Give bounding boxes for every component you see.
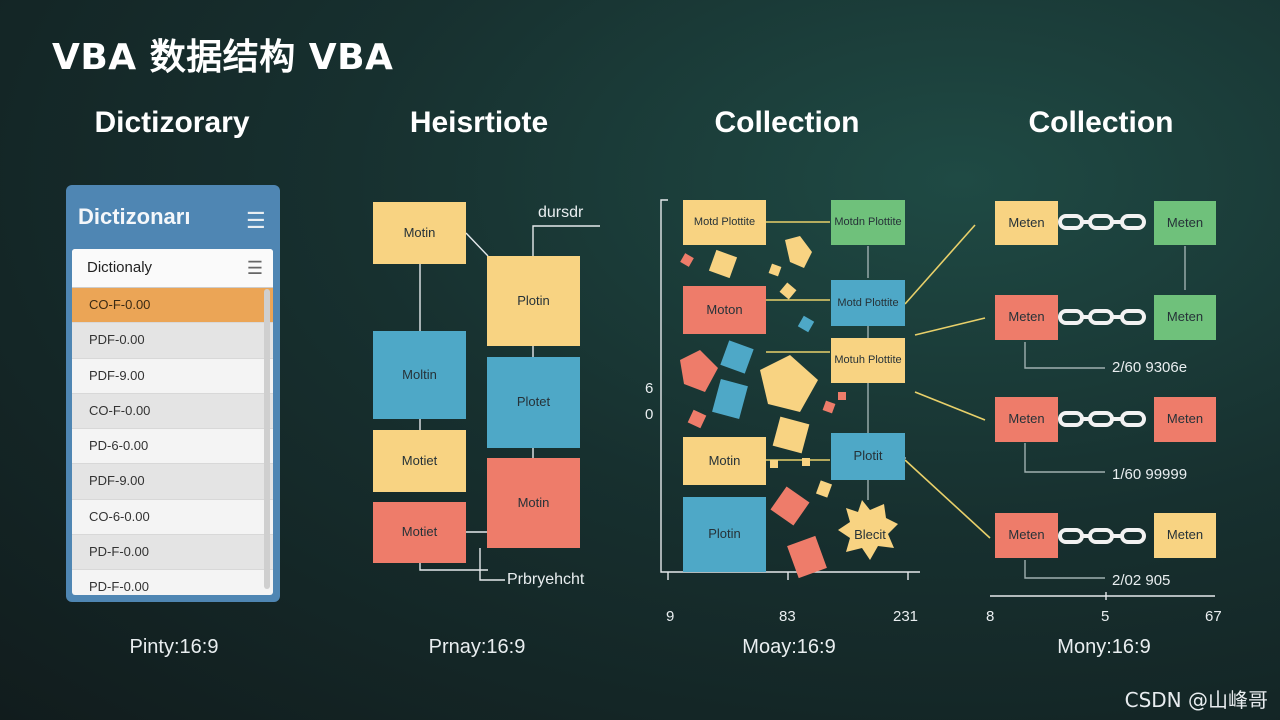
- collection-node: Motdn Plottite: [831, 200, 905, 245]
- collection-node: Plotit: [831, 433, 905, 480]
- heap-node: Plotin: [487, 256, 580, 346]
- axis-tick-label: 231: [893, 608, 918, 625]
- linked-node: Meten: [1154, 295, 1216, 340]
- axis-tick-label: 5: [1101, 608, 1109, 625]
- heap-label-top: dursdr: [538, 204, 583, 222]
- heap-node: Moltin: [373, 331, 466, 419]
- heap-node: Motiet: [373, 430, 466, 492]
- collection-node: Motd Plottite: [683, 200, 766, 245]
- linked-node: Meten: [1154, 513, 1216, 558]
- heap-node: Plotet: [487, 357, 580, 448]
- linked-node: Meten: [995, 397, 1058, 442]
- collection-node: Plotin: [683, 497, 766, 572]
- column-footer: Mony:16:9: [1004, 636, 1204, 659]
- linked-annotation: 1/60 99999: [1112, 466, 1187, 483]
- axis-tick-label: 67: [1205, 608, 1222, 625]
- watermark: CSDN @山峰哥: [1125, 684, 1268, 713]
- collection-node: Motin: [683, 437, 766, 485]
- linked-annotation: 2/60 9306e: [1112, 359, 1187, 376]
- linked-annotation: 2/02 905: [1112, 572, 1170, 589]
- heap-node: Motin: [487, 458, 580, 548]
- side-label: 0: [645, 406, 653, 423]
- linked-node: Meten: [1154, 201, 1216, 245]
- linked-node: Meten: [995, 201, 1058, 245]
- linked-node: Meten: [995, 513, 1058, 558]
- linked-node: Meten: [1154, 397, 1216, 442]
- axis-tick-label: 8: [986, 608, 994, 625]
- linked-node: Meten: [995, 295, 1058, 340]
- side-label: 6: [645, 380, 653, 397]
- heap-label-bottom: Prbryehcht: [507, 571, 584, 589]
- collection-node: Motuh Plottite: [831, 338, 905, 383]
- collection-burst-label: Blecit: [844, 520, 896, 550]
- column-footer: Pinty:16:9: [74, 636, 274, 659]
- collection-node: Motd Plottite: [831, 280, 905, 326]
- column-footer: Moay:16:9: [689, 636, 889, 659]
- column-footer: Prnay:16:9: [377, 636, 577, 659]
- collection-node: Moton: [683, 286, 766, 334]
- heap-node: Motiet: [373, 502, 466, 563]
- axis-tick-label: 9: [666, 608, 674, 625]
- axis-tick-label: 83: [779, 608, 796, 625]
- heap-node: Motin: [373, 202, 466, 264]
